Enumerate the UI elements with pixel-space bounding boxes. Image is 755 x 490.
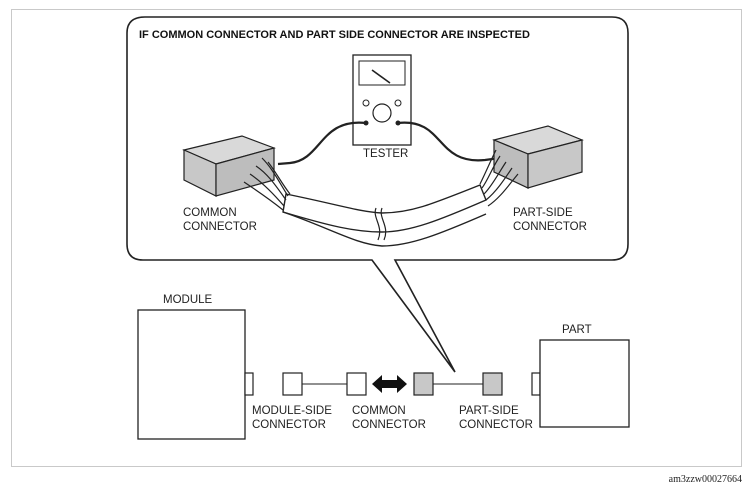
- module-label: MODULE: [163, 294, 213, 306]
- part-side-connector-label-line2: CONNECTOR: [459, 419, 533, 431]
- part-side-connector-block-icon: [492, 125, 584, 189]
- part-side-connector-wires: [479, 149, 519, 207]
- common-connector-label-line1: COMMON: [352, 405, 406, 417]
- callout-common-connector-label-line1: COMMON: [183, 207, 237, 219]
- module-side-connector-label-line1: MODULE-SIDE: [252, 405, 332, 417]
- module-terminal: [244, 372, 254, 396]
- callout-common-connector-label-line2: CONNECTOR: [183, 221, 257, 233]
- tester-lead-left: [277, 121, 367, 166]
- callout-part-side-connector-label-line1: PART-SIDE: [513, 207, 573, 219]
- mating-connector: [413, 372, 434, 396]
- figure-frame: [11, 9, 742, 467]
- module-side-connector: [282, 372, 303, 396]
- common-connector: [346, 372, 367, 396]
- common-connector-wires: [243, 157, 291, 211]
- part-side-connector: [482, 372, 503, 396]
- figure-code: am3zzw00027664: [669, 474, 742, 485]
- module-box: [137, 309, 246, 440]
- part-terminal: [531, 372, 541, 396]
- part-label: PART: [562, 324, 592, 336]
- part-box: [539, 339, 630, 428]
- common-connector-block-icon: [182, 135, 276, 197]
- tester-lead-right: [397, 121, 501, 162]
- callout-part-side-connector-label-line2: CONNECTOR: [513, 221, 587, 233]
- common-connector-label-line2: CONNECTOR: [352, 419, 426, 431]
- double-headed-arrow-icon: [372, 375, 407, 393]
- callout-bubble: [126, 16, 629, 373]
- tester-label: TESTER: [363, 148, 408, 160]
- part-side-connector-label-line1: PART-SIDE: [459, 405, 519, 417]
- wire-harness-cable: [282, 184, 487, 247]
- tester-icon: [352, 54, 412, 146]
- callout-title: IF COMMON CONNECTOR AND PART SIDE CONNEC…: [139, 29, 530, 41]
- module-side-connector-label-line2: CONNECTOR: [252, 419, 326, 431]
